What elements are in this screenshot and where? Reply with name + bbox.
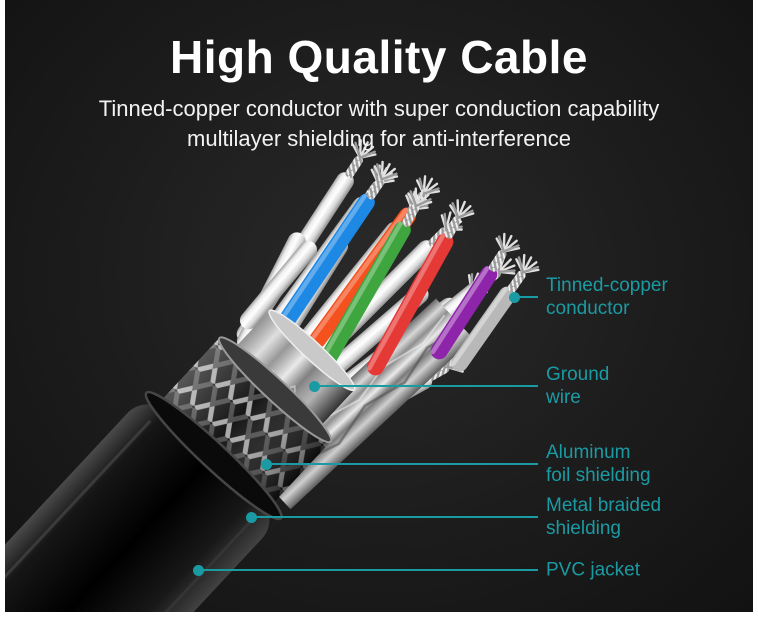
leader-line xyxy=(314,385,538,387)
leader-line xyxy=(198,569,538,571)
callout-label-line2: conductor xyxy=(546,298,630,319)
pvc-jacket-layer xyxy=(5,390,283,612)
callout-label-line1: Aluminum xyxy=(546,442,631,463)
page-title: High Quality Cable xyxy=(170,31,588,83)
green-ground-wire xyxy=(304,183,436,393)
callout-label-line2: shielding xyxy=(546,518,621,539)
page-subtitle: Tinned-copper conductor with super condu… xyxy=(5,94,753,154)
callout-label-line1: Metal braided xyxy=(546,495,662,516)
product-image-background: High Quality Cable Tinned-copper conduct… xyxy=(5,0,753,612)
subtitle-line-1: Tinned-copper conductor with super condu… xyxy=(98,96,660,121)
blue-wire xyxy=(265,156,402,348)
subtitle-line-2: multilayer shielding for anti-interferen… xyxy=(187,126,571,151)
callout-dot xyxy=(308,380,320,392)
callout-label-line2: foil shielding xyxy=(546,465,651,486)
callout-label: PVC jacket xyxy=(546,559,640,582)
purple-wire xyxy=(430,228,524,360)
leader-line xyxy=(514,296,538,298)
leader-line xyxy=(266,463,538,465)
callout-dot xyxy=(260,458,272,470)
callout-dot xyxy=(245,511,257,523)
callout-label-line1: Ground xyxy=(546,364,610,385)
metal-braided-shielding-layer xyxy=(143,336,333,524)
callout-label-line1: PVC jacket xyxy=(546,559,640,581)
gray-wire xyxy=(451,249,544,372)
red-wire xyxy=(367,195,478,376)
callout-label-line2: wire xyxy=(546,387,581,408)
leader-line xyxy=(251,516,538,518)
callout-dot xyxy=(192,564,204,576)
cable-cross-section-illustration xyxy=(5,135,544,612)
callout-dot xyxy=(508,291,520,303)
callout-label: Ground wire xyxy=(546,363,609,409)
white-wire xyxy=(239,240,318,330)
callout-label: Metal braided shielding xyxy=(546,494,661,540)
callout-label: Aluminum foil shielding xyxy=(546,441,651,487)
callout-label-line1: Tinned-copper xyxy=(546,275,668,296)
aluminum-foil-layer xyxy=(218,309,356,444)
callout-label: Tinned-copper conductor xyxy=(546,274,668,320)
